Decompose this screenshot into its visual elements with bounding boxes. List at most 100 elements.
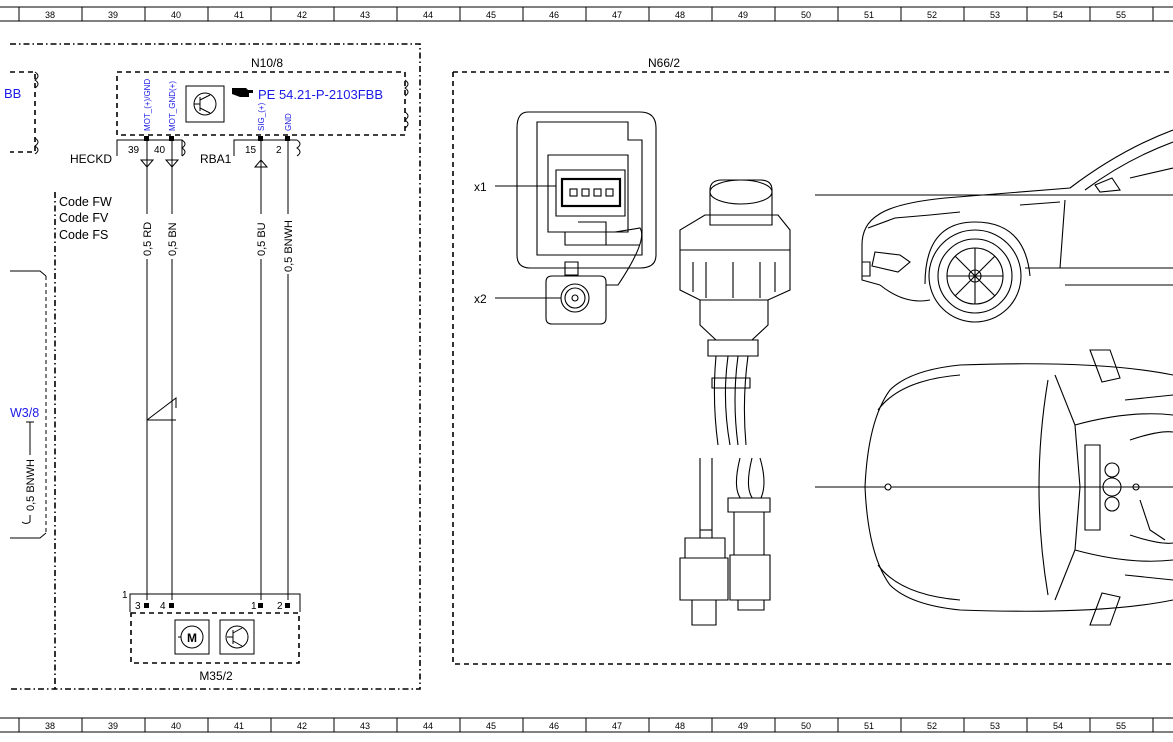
- n66-label: N66/2: [648, 56, 680, 70]
- grid-column-label: 51: [864, 721, 874, 731]
- pin-label-39: MOT_(+)/GND: [143, 79, 152, 131]
- pin-num-40: 40: [154, 145, 166, 156]
- m35-pin-4: 4: [160, 601, 166, 612]
- connector-rba1-label: RBA1: [200, 152, 232, 166]
- w38-wire-end: [21, 521, 31, 524]
- grid-column-label: 46: [549, 10, 559, 20]
- code-fs: Code FS: [59, 228, 108, 242]
- top-grid-bar: 38 39 40 41 42 43 44 45 46 47 48 49 50 51 52 53 54 55: [0, 6, 1173, 22]
- pin-label-2: GND: [284, 113, 293, 131]
- break-mark: [34, 71, 39, 89]
- code-fv: Code FV: [59, 211, 109, 225]
- hand-pointer-icon: [232, 88, 253, 97]
- svg-text:M: M: [187, 631, 197, 645]
- m35-label: M35/2: [199, 669, 233, 683]
- connector-rba1: [233, 139, 297, 156]
- grid-column-label: 40: [171, 10, 181, 20]
- grid-column-label: 39: [108, 10, 118, 20]
- grid-column-label: 45: [486, 721, 496, 731]
- grid-column-label: 49: [738, 721, 748, 731]
- grid-column-label: 51: [864, 10, 874, 20]
- m35-connector: [129, 593, 301, 612]
- break-mark: [404, 79, 409, 97]
- grid-column-label: 54: [1053, 721, 1063, 731]
- left-branch-top: [10, 270, 47, 277]
- grid-column-label: 39: [108, 721, 118, 731]
- grid-column-label: 47: [612, 721, 622, 731]
- grid-column-label: 47: [612, 10, 622, 20]
- left-section-frame: [10, 43, 421, 690]
- pin-terminals: [144, 136, 290, 141]
- w38-ground-link[interactable]: W3/8: [10, 406, 39, 420]
- grid-column-label: 52: [927, 10, 937, 20]
- wire-label-rd: 0,5 RD: [142, 222, 154, 256]
- grid-column-label: 38: [45, 721, 55, 731]
- code-fw: Code FW: [59, 195, 112, 209]
- grid-column-label: 40: [171, 721, 181, 731]
- grid-column-label: 46: [549, 721, 559, 731]
- left-branch-bottom: [10, 532, 47, 539]
- transistor-icon: [185, 85, 225, 123]
- grid-column-label: 53: [990, 721, 1000, 731]
- grid-column-label: 41: [234, 721, 244, 731]
- m35-module-box: [130, 612, 300, 664]
- grid-column-label: 55: [1116, 10, 1126, 20]
- m35-pin-1: 1: [251, 601, 257, 612]
- grid-column-label: 44: [423, 10, 433, 20]
- wire-lines: [146, 140, 289, 600]
- grid-column-label: 44: [423, 721, 433, 731]
- grid-column-label: 45: [486, 10, 496, 20]
- grid-column-label: 42: [297, 721, 307, 731]
- m35-pin-2: 2: [277, 601, 283, 612]
- m35-connector-num: 1: [122, 590, 128, 601]
- left-ref-box: [10, 71, 36, 153]
- pin-num-2: 2: [276, 145, 282, 156]
- grid-column-label: 50: [801, 10, 811, 20]
- grid-column-label: 43: [360, 10, 370, 20]
- camera-location-marker: [884, 483, 892, 491]
- n10-reference-link[interactable]: PE 54.21-P-2103FBB: [258, 87, 383, 102]
- pin-num-39: 39: [128, 145, 140, 156]
- grid-column-label: 43: [360, 721, 370, 731]
- x2-label: x2: [474, 292, 487, 306]
- cable-harness-connectors: [679, 457, 771, 626]
- bottom-grid-bar: 38 39 40 41 42 43 44 45 46 47 48 49 50 51 52 53 54 55: [0, 717, 1173, 733]
- grid-column-label: 50: [801, 721, 811, 731]
- rear-camera-unit: [679, 179, 791, 446]
- n10-label: N10/8: [251, 56, 283, 70]
- grid-column-label: 38: [45, 10, 55, 20]
- w38-wire-label: 0,5 BNWH: [25, 459, 37, 511]
- n10-module-box: [116, 71, 406, 136]
- wire-label-bn: 0,5 BN: [167, 222, 179, 256]
- break-mark: [34, 137, 39, 155]
- vehicle-side-view: [861, 129, 1173, 323]
- grid-column-label: 41: [234, 10, 244, 20]
- pin-label-15: SIG_(+): [257, 102, 266, 131]
- break-mark: [404, 111, 409, 129]
- m35-pin-terminals: [144, 603, 290, 608]
- n66-frame: [452, 71, 1173, 665]
- camera-housing-back-view: [516, 111, 657, 325]
- grid-column-label: 49: [738, 10, 748, 20]
- grid-column-label: 55: [1116, 721, 1126, 731]
- grid-column-label: 53: [990, 10, 1000, 20]
- m35-pin-3: 3: [135, 601, 141, 612]
- grid-column-label: 48: [675, 10, 685, 20]
- connector-heckd-label: HECKD: [70, 152, 112, 166]
- left-ref-label[interactable]: BB: [4, 86, 21, 101]
- x1-label: x1: [474, 180, 487, 194]
- pin-label-40: MOT_GND(+): [168, 81, 177, 131]
- grid-column-label: 54: [1053, 10, 1063, 20]
- break-mark: [181, 139, 186, 157]
- wire-label-bnwh: 0,5 BNWH: [283, 220, 295, 272]
- pin-num-15: 15: [245, 145, 257, 156]
- vehicle-top-view: [864, 349, 1173, 626]
- grid-column-label: 42: [297, 10, 307, 20]
- wire-label-bu: 0,5 BU: [256, 222, 268, 256]
- break-mark: [296, 139, 301, 157]
- grid-column-label: 48: [675, 721, 685, 731]
- transistor-icon: [219, 619, 255, 655]
- grid-column-label: 52: [927, 721, 937, 731]
- motor-icon: M: [174, 619, 210, 655]
